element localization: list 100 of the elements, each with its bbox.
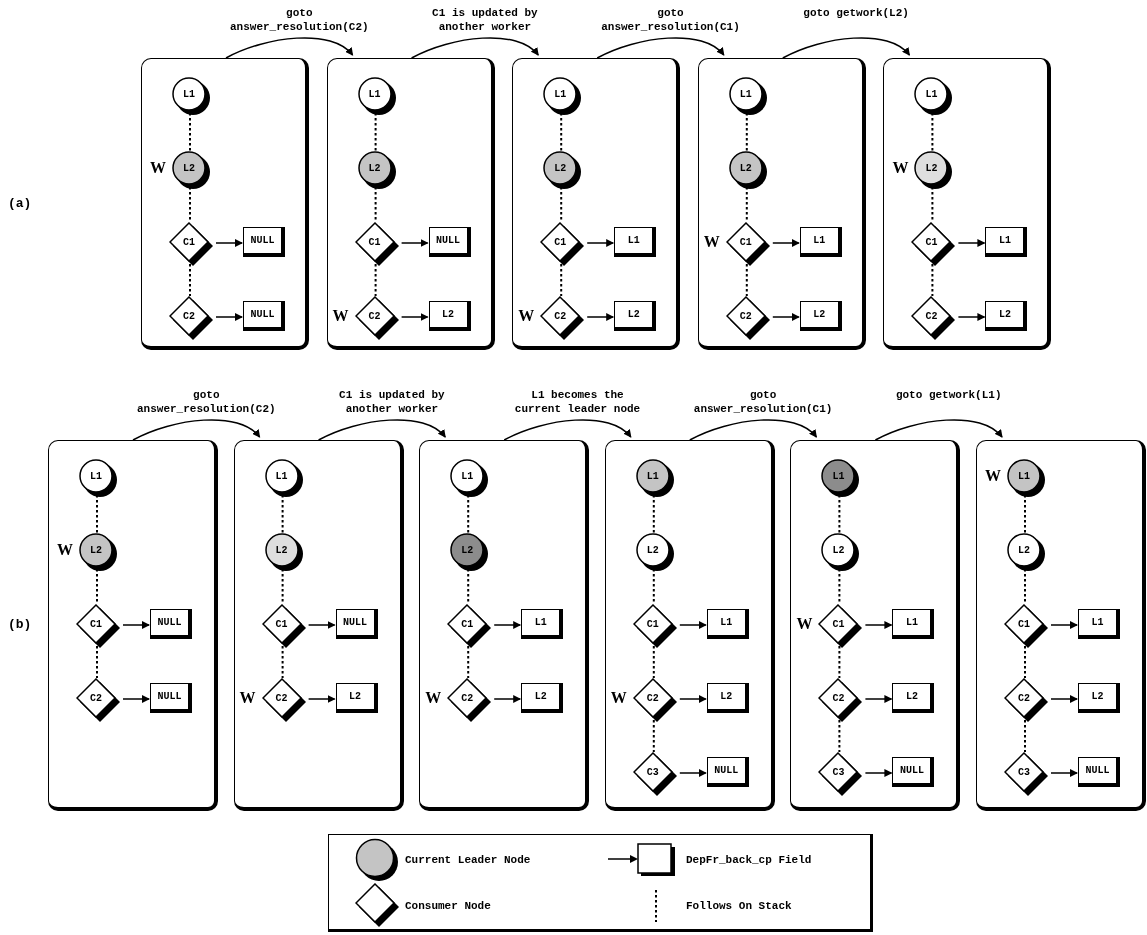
field-box: L1 [892,609,935,639]
arrow [400,239,429,247]
dotted-line [467,568,470,605]
state-panel [233,440,404,811]
dotted-line [652,719,655,753]
dotted-line [838,494,841,534]
worker-marker: W [703,233,720,251]
worker-marker: W [332,307,349,325]
worker-marker: W [150,159,166,177]
field-box: NULL [150,609,192,639]
panel-group-label: (a) [8,196,32,211]
state-panel [48,440,218,811]
field-box: NULL [243,227,285,257]
dotted-line [560,186,563,223]
curved-arrow [782,37,911,59]
field-box: L1 [799,227,842,257]
legend-label: Current Leader Node [405,853,531,867]
dotted-line [1024,719,1026,753]
dotted-line [838,719,841,753]
legend-label: Follows On Stack [686,899,792,913]
arrow [679,769,707,777]
arrow [679,621,707,629]
legend-label: Consumer Node [405,899,491,913]
curved-arrow [503,419,632,441]
dotted-line [467,645,470,679]
arrow [215,313,243,321]
arrow [1050,769,1078,777]
dotted-line [838,645,841,679]
dotted-line [467,494,470,534]
dotted-line [745,112,748,152]
curved-arrow [225,37,354,59]
arrow [122,621,150,629]
arrow [1050,621,1078,629]
state-panel [697,58,866,350]
state-panel [883,58,1052,350]
arrow [957,239,986,247]
arrow [957,313,986,321]
field-box: NULL [150,683,192,713]
field-box: NULL [892,757,935,787]
dotted-line [1024,568,1026,605]
field-box: L2 [892,683,935,713]
arrow [864,695,893,703]
dotted-line [96,568,98,605]
arrow [864,621,893,629]
arrow [1050,695,1078,703]
dotted-line [745,263,748,297]
curved-arrow [317,419,446,441]
arrow [307,621,336,629]
dotted-line [1024,494,1026,534]
dotted-line [560,263,563,297]
worker-marker: W [239,689,256,707]
arrow [493,621,522,629]
arrow [586,239,615,247]
dotted-line [189,263,191,297]
field-box: NULL [706,757,749,787]
worker-marker: W [796,615,813,633]
arrow [864,769,893,777]
field-box: L2 [335,683,378,713]
worker-marker: W [57,541,73,559]
legend-label: DepFr_back_cp Field [686,853,812,867]
dotted-line [281,568,284,605]
field-box: L2 [985,301,1028,331]
worker-marker: W [892,159,909,177]
state-panel [512,58,681,350]
field-box: NULL [243,301,285,331]
dotted-line [652,568,655,605]
curved-arrow [410,37,539,59]
field-box: L1 [614,227,657,257]
curved-arrow [874,419,1003,441]
worker-marker: W [425,689,442,707]
dotted-line [652,645,655,679]
arrow [493,695,522,703]
dotted-line [189,112,191,152]
dotted-line [281,494,284,534]
state-panel [419,440,590,811]
curved-arrow [689,419,818,441]
dotted-line [96,494,98,534]
field-box: L1 [521,609,564,639]
arrow [772,239,800,247]
arrow [400,313,429,321]
arrow [772,313,800,321]
field-box: L1 [985,227,1028,257]
dotted-line [374,112,377,152]
arrow [307,695,336,703]
state-panel [141,58,309,350]
state-panel [976,440,1146,811]
field-box: L2 [799,301,842,331]
state-panel [604,440,775,811]
state-panel [326,58,495,350]
arrow [679,695,707,703]
field-box: NULL [335,609,378,639]
dotted-line [374,186,377,223]
dotted-line [745,186,748,223]
dotted-line [652,494,655,534]
state-panel [790,440,961,811]
field-box: L2 [428,301,471,331]
curved-arrow [132,419,261,441]
arrow [215,239,243,247]
arrow [122,695,150,703]
dotted-line [281,645,284,679]
